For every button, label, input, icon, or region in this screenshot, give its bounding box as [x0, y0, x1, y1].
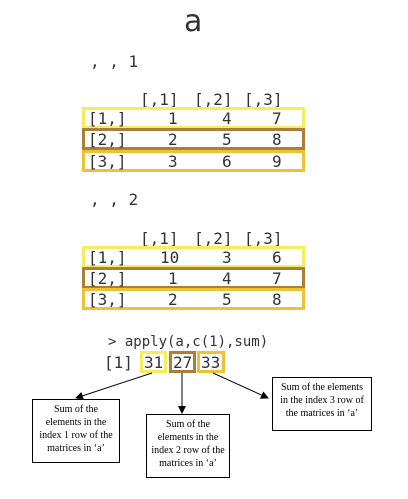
result-2-highlight [169, 351, 196, 373]
slice-2-row-3-col-1: 2 [168, 290, 178, 309]
slice-1-label: , , 1 [90, 52, 139, 71]
array-title: a [184, 4, 203, 39]
slice-1-row-2-col-1: 2 [168, 130, 178, 149]
arrow-3 [212, 372, 269, 399]
arrow-1 [75, 372, 153, 400]
callout-row-3: Sum of the elements in the index 3 row o… [272, 377, 372, 431]
result-value-1: 31 [144, 353, 164, 372]
callout-row-2: Sum of the elements in the index 2 row o… [146, 414, 230, 478]
slice-1-row-1-col-2: 4 [222, 109, 232, 128]
result-value-2: 27 [173, 353, 193, 372]
slice-1-row-2-highlight [82, 128, 305, 150]
slice-1-col-header-2: [,2] [194, 90, 233, 109]
slice-2-row-1-col-1: 10 [160, 248, 180, 267]
slice-1-row-2-index: [2,] [88, 130, 127, 149]
slice-1-row-1-col-3: 7 [272, 109, 282, 128]
slice-2-label: , , 2 [90, 190, 139, 209]
result-1-highlight [140, 351, 167, 373]
slice-1-col-header-3: [,3] [244, 90, 283, 109]
slice-2-col-header-2: [,2] [194, 229, 233, 248]
result-value-3: 33 [201, 353, 221, 372]
slice-2-row-1-highlight [82, 246, 305, 268]
slice-2-col-header-1: [,1] [140, 229, 179, 248]
slice-1-col-header-1: [,1] [140, 90, 179, 109]
slice-1-row-2-col-3: 8 [272, 130, 282, 149]
result-3-highlight [197, 351, 225, 373]
slice-2-row-2-col-2: 4 [222, 269, 232, 288]
apply-command: > apply(a,c(1),sum) [108, 334, 269, 350]
slice-2-row-1-col-3: 6 [272, 248, 282, 267]
slice-1-row-1-index: [1,] [88, 109, 127, 128]
slice-1-row-3-col-3: 9 [272, 152, 282, 171]
slice-2-row-3-col-3: 8 [272, 290, 282, 309]
slice-1-row-1-col-1: 1 [168, 109, 178, 128]
slice-2-row-1-index: [1,] [88, 248, 127, 267]
slice-1-row-3-highlight [82, 150, 305, 172]
result-index: [1] [104, 353, 133, 372]
slice-2-col-header-3: [,3] [244, 229, 283, 248]
slice-2-row-2-col-1: 1 [168, 269, 178, 288]
slice-2-row-2-highlight [82, 267, 305, 289]
slice-1-row-2-col-2: 5 [222, 130, 232, 149]
slice-1-row-3-index: [3,] [88, 152, 127, 171]
slice-1-row-3-col-1: 3 [168, 152, 178, 171]
slice-1-row-1-highlight [82, 107, 305, 129]
slice-1-row-3-col-2: 6 [222, 152, 232, 171]
slice-2-row-2-index: [2,] [88, 269, 127, 288]
slice-2-row-2-col-3: 7 [272, 269, 282, 288]
slice-2-row-3-highlight [82, 288, 305, 310]
slice-2-row-3-index: [3,] [88, 290, 127, 309]
slice-2-row-3-col-2: 5 [222, 290, 232, 309]
callout-row-1: Sum of the elements in the index 1 row o… [32, 399, 120, 463]
slice-2-row-1-col-2: 3 [222, 248, 232, 267]
